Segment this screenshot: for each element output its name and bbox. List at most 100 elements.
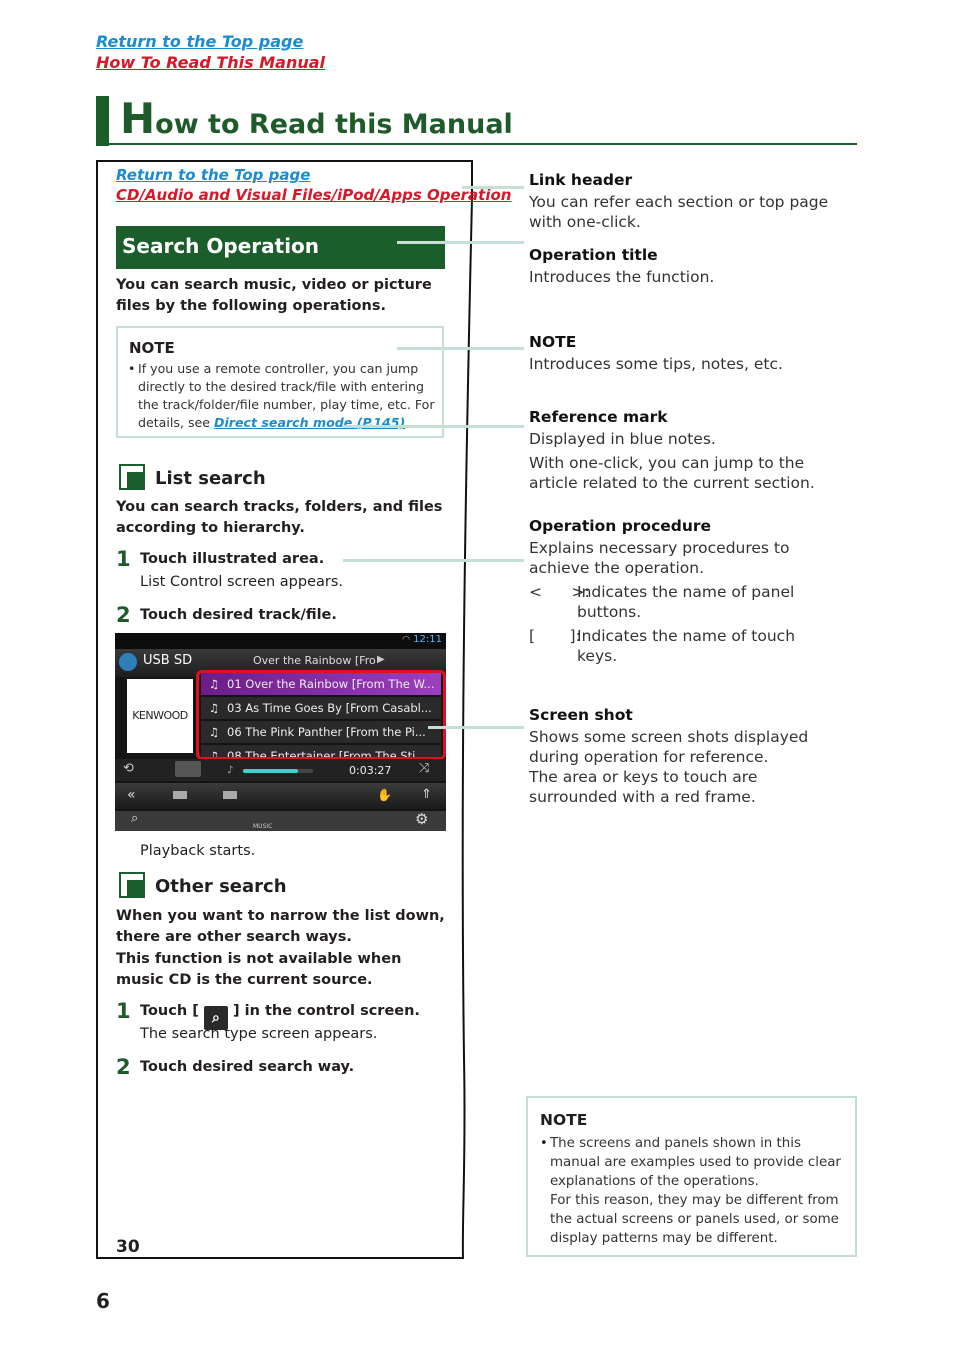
connector-line [343, 559, 524, 562]
sample-note-text: If you use a remote controller, you can … [138, 361, 435, 430]
title-bar [96, 96, 109, 146]
section-square-icon [119, 872, 145, 898]
operation-intro: You can search music, video or picture f… [116, 277, 432, 314]
music-note-icon: ♫ [209, 677, 220, 691]
gear-icon[interactable]: ⚙ [415, 810, 429, 828]
annotation-text: The area or keys to touch are surrounded… [529, 768, 758, 806]
annotation-label: NOTE [529, 333, 577, 351]
procedure-item: [ ]:Indicates the name of touch keys. [529, 627, 796, 665]
sample-page-number: 30 [116, 1237, 140, 1257]
annotation-link-header: Link header You can refer each section o… [529, 171, 829, 232]
list-search-desc: You can search tracks, folders, and file… [116, 499, 443, 536]
playback-starts: Playback starts. [140, 843, 256, 859]
other-search-heading: Other search [155, 876, 287, 897]
eject-icon[interactable]: ⇑ [421, 787, 432, 802]
link-top-page[interactable]: Return to the Top page [96, 32, 304, 51]
bottom-note-text: The screens and panels shown in this man… [550, 1136, 841, 1246]
search-icon[interactable]: ⌕ [131, 811, 139, 826]
step-text: Touch desired track/file. [140, 607, 337, 623]
annotation-text: You can refer each section or top page w… [529, 193, 829, 231]
title-underline [109, 143, 857, 145]
music-note-icon: ♫ [209, 749, 220, 757]
note-bullet: • [128, 361, 136, 376]
folder-down-icon[interactable] [223, 791, 237, 799]
annotation-screen-shot: Screen shot Shows some screen shots disp… [529, 706, 849, 807]
annotation-label: Link header [529, 171, 633, 189]
annotation-text: With one-click, you can jump to the arti… [529, 454, 815, 492]
list-search-heading: List search [155, 468, 266, 489]
bottom-note-label: NOTE [540, 1111, 588, 1129]
list-item[interactable]: ♫08 The Entertainer [From The Sti... [201, 745, 441, 757]
elapsed-time: 0:03:27 [349, 764, 392, 777]
sample-link-section[interactable]: CD/Audio and Visual Files/iPod/Apps Oper… [116, 186, 512, 204]
step-text: Touch desired search way. [140, 1059, 355, 1075]
back-icon[interactable]: « [127, 787, 136, 803]
clock: 12:11 [413, 634, 442, 645]
screen-shot: 12:11 ◠ USB SD Over the Rainbow [Fro ▶ K… [115, 633, 446, 831]
annotation-text: Introduces the function. [529, 268, 715, 286]
other-search-desc1: When you want to narrow the list down, t… [116, 908, 445, 945]
step-result: List Control screen appears. [140, 574, 344, 590]
annotation-text: Explains necessary procedures to achieve… [529, 539, 790, 577]
step-text: Touch [ ⌕ ] in the control screen. [140, 1003, 420, 1030]
annotation-text: Introduces some tips, notes, etc. [529, 355, 783, 373]
note-bullet: • [540, 1136, 548, 1151]
sample-page-frame [96, 160, 473, 1259]
other-search-desc2: This function is not available when musi… [116, 951, 402, 988]
wifi-icon: ◠ [402, 635, 410, 645]
music-note-icon: ♫ [209, 701, 220, 715]
bottom-note-box: NOTE • The screens and panels shown in t… [526, 1096, 857, 1257]
annotation-label: Screen shot [529, 706, 633, 724]
annotation-text: Displayed in blue notes. [529, 430, 716, 448]
annotation-operation-procedure: Operation procedure Explains necessary p… [529, 517, 829, 666]
operation-title: Search Operation [122, 234, 320, 258]
album-art: KENWOOD [127, 679, 193, 753]
step-number: 1 [116, 547, 131, 571]
connector-line [462, 186, 524, 189]
annotation-label: Operation title [529, 246, 658, 264]
sample-note-box: NOTE • If you use a remote controller, y… [116, 326, 444, 438]
annotation-operation-title: Operation title Introduces the function. [529, 246, 829, 287]
operation-title-bar: Search Operation [116, 226, 445, 269]
procedure-item: < >:Indicates the name of panel buttons. [529, 583, 795, 621]
list-item[interactable]: ♫06 The Pink Panther [From the Pi... [201, 721, 441, 743]
track-list[interactable]: ♫01 Over the Rainbow [From The W... ♫03 … [201, 673, 441, 757]
connector-line [397, 347, 524, 350]
connector-line [397, 241, 524, 244]
folder-up-icon[interactable] [173, 791, 187, 799]
progress-bar[interactable] [243, 769, 313, 773]
note-icon: ♪ [227, 765, 234, 776]
section-square-icon [119, 464, 145, 490]
step-text: Touch illustrated area. [140, 551, 325, 567]
thumb-icon[interactable]: ✋ [377, 788, 392, 802]
step-number: 1 [116, 999, 131, 1023]
annotation-text: Shows some screen shots displayed during… [529, 728, 809, 766]
repeat-icon[interactable]: ⟲ [123, 761, 134, 776]
list-item[interactable]: ♫03 As Time Goes By [From Casabl... [201, 697, 441, 719]
now-playing: Over the Rainbow [Fro [253, 654, 376, 667]
usb-icon [119, 653, 137, 671]
page-title: How to Read this Manual [120, 94, 513, 143]
source-label: USB SD [143, 653, 193, 668]
link-how-to-read[interactable]: How To Read This Manual [96, 53, 326, 72]
red-selection-frame [196, 670, 446, 760]
shuffle-icon[interactable]: ⤨ [419, 761, 430, 776]
connector-line [343, 425, 524, 428]
music-note-icon: ♫ [209, 725, 220, 739]
annotation-label: Operation procedure [529, 517, 712, 535]
step-number: 2 [116, 603, 131, 627]
annotation-reference-mark: Reference mark Displayed in blue notes. … [529, 408, 819, 493]
annotation-note: NOTE Introduces some tips, notes, etc. [529, 333, 829, 374]
sample-link-top[interactable]: Return to the Top page [116, 166, 311, 184]
step-result: The search type screen appears. [140, 1026, 378, 1042]
step-number: 2 [116, 1055, 131, 1079]
search-key-icon[interactable]: ⌕ [203, 1006, 228, 1030]
connector-line [428, 726, 524, 729]
footer-label: MUSIC [253, 823, 273, 830]
kenwood-logo: KENWOOD [132, 709, 188, 722]
annotation-label: Reference mark [529, 408, 668, 426]
sample-note-label: NOTE [129, 339, 175, 357]
list-item[interactable]: ♫01 Over the Rainbow [From The W... [201, 673, 441, 695]
equalizer-icon[interactable] [175, 761, 201, 777]
page-number: 6 [96, 1289, 110, 1313]
